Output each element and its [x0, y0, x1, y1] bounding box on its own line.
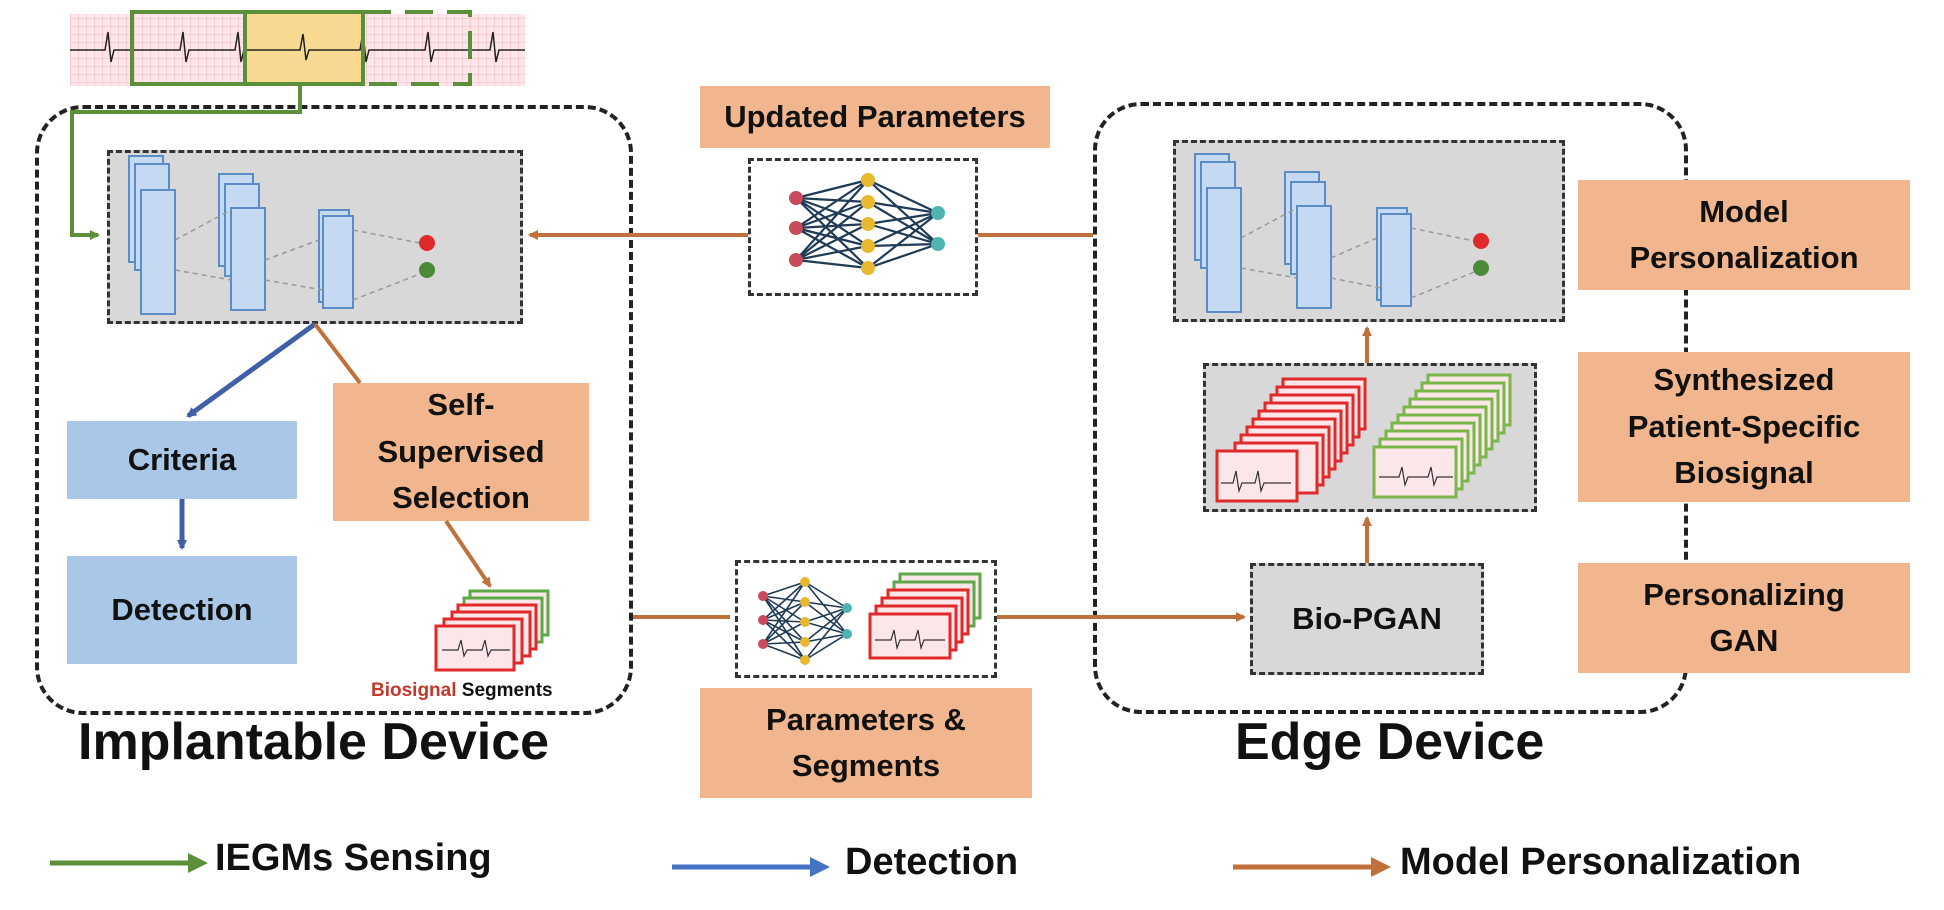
biosignal-word: Biosignal [371, 680, 457, 701]
selection-arrow [444, 519, 492, 588]
output-node-red [419, 235, 435, 251]
model-personalization-label: Model Personalization [1578, 180, 1910, 290]
implantable-cnn-icon [128, 155, 435, 315]
sensing-arrow [70, 86, 302, 240]
legend-arrow-personalization [1233, 857, 1391, 877]
implantable-model-box [107, 150, 523, 324]
detection-box: Detection [67, 556, 297, 664]
edge-device-title: Edge Device [1235, 713, 1545, 771]
legend-label-detection: Detection [845, 841, 1019, 883]
self-supervised-selection-label: Self- Supervised Selection [333, 383, 589, 521]
neural-network-icon [789, 173, 945, 275]
edge-cnn-icon [1194, 153, 1489, 313]
criteria-box: Criteria [67, 421, 297, 499]
parameters-segments-label: Parameters & Segments [700, 688, 1032, 798]
output-node-green [419, 262, 435, 278]
segments-word: Segments [461, 680, 553, 701]
synthesized-stacks-icon [1215, 373, 1512, 503]
biosignal-segments-caption: Biosignal Segments [371, 680, 553, 702]
personalizing-gan-label: Personalizing GAN [1578, 563, 1910, 673]
legend-label-personalization: Model Personalization [1400, 841, 1802, 883]
implantable-device-region [35, 105, 633, 715]
bio-pgan-box: Bio-PGAN [1250, 563, 1484, 675]
legend-label-sensing: IEGMs Sensing [215, 837, 492, 879]
implantable-device-title: Implantable Device [78, 713, 550, 771]
legend: IEGMs Sensing Detection Model Personaliz… [0, 835, 1944, 895]
updated-parameters-label: Updated Parameters [700, 86, 1050, 148]
iegm-strip [70, 10, 525, 86]
legend-arrow-detection [672, 857, 830, 877]
detection-arrow-1 [186, 321, 317, 419]
selection-link [313, 322, 362, 385]
synthesized-biosignal-label: Synthesized Patient-Specific Biosignal [1578, 352, 1910, 502]
transfer-nn-icon [758, 572, 982, 665]
legend-arrow-sensing [50, 853, 208, 873]
biosignal-segments-icon [434, 589, 550, 672]
